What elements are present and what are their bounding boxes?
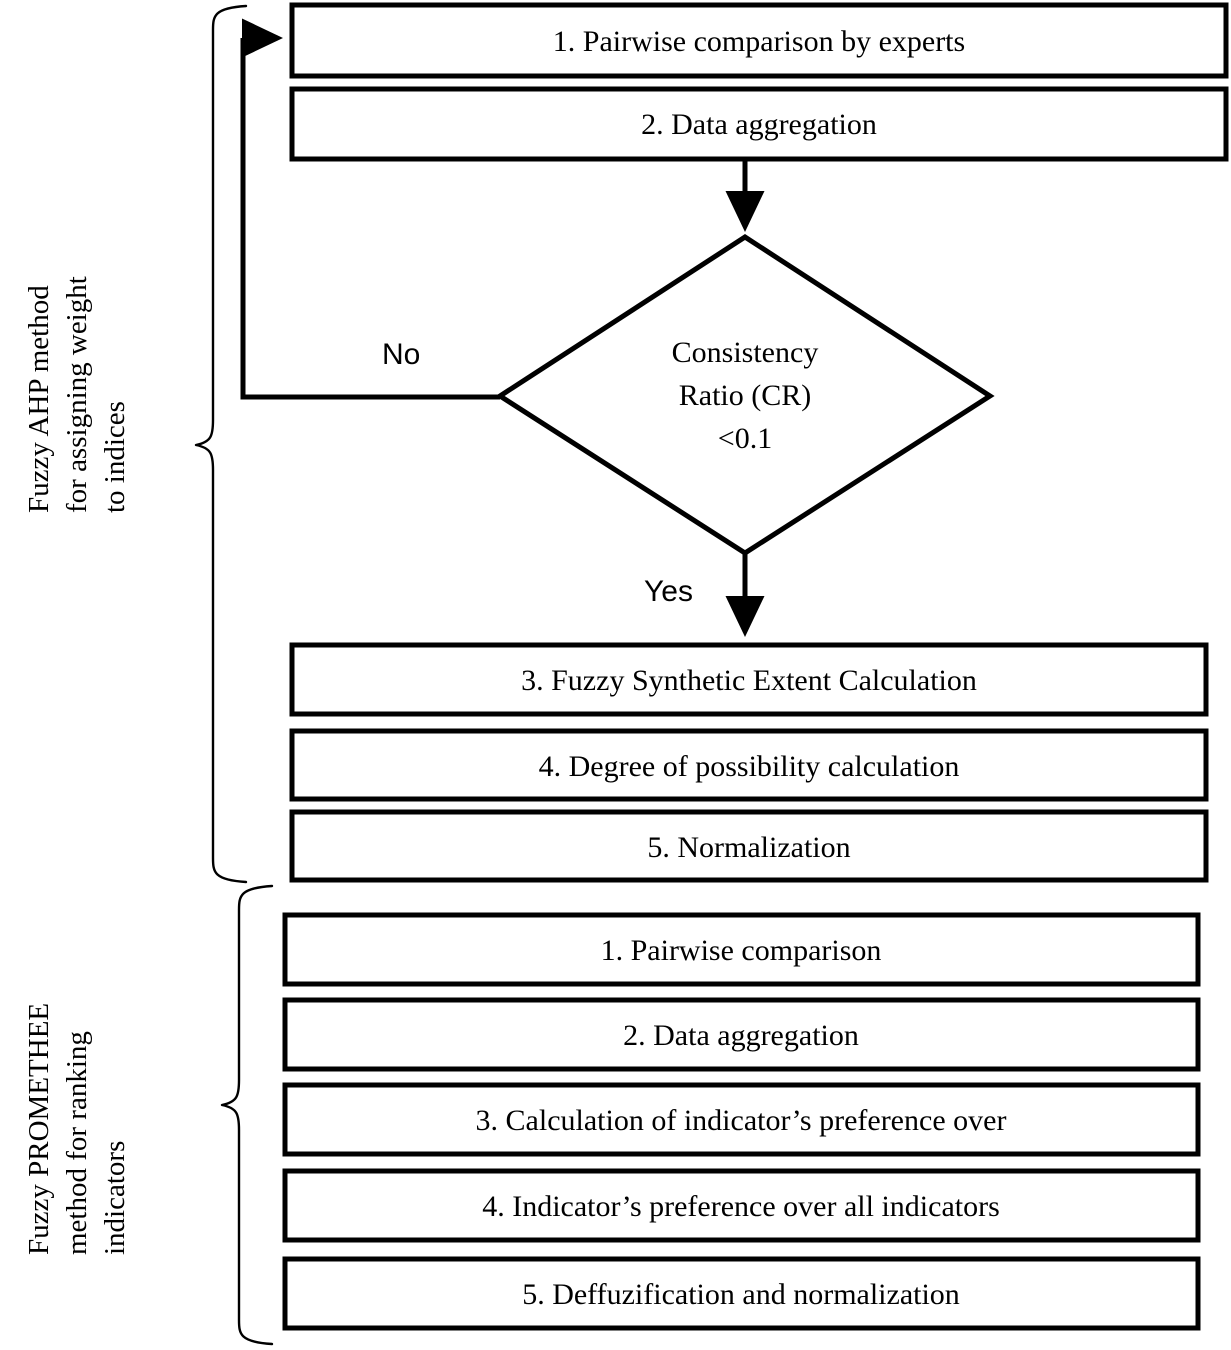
promethee-step-1-box[interactable]: [282, 912, 1201, 987]
ahp-step-5-label: 5. Normalization: [647, 831, 850, 864]
feedback-no-path: [240, 18, 500, 400]
promethee-step-5-node[interactable]: 5. Deffuzification and normalization: [282, 1256, 1201, 1331]
promethee-step-4-label: 4. Indicator’s preference over all indic…: [482, 1190, 1000, 1223]
brace-promethee: [220, 884, 274, 1346]
promethee-step-2-node[interactable]: 2. Data aggregation: [282, 997, 1201, 1072]
edge-label-yes: Yes: [644, 575, 693, 608]
promethee-step-3-node[interactable]: 3. Calculation of indicator’s preference…: [282, 1082, 1201, 1157]
ahp-step-2-node[interactable]: 2. Data aggregation: [289, 86, 1229, 162]
ahp-step-4-box[interactable]: [289, 728, 1209, 802]
ahp-step-3-label: 3. Fuzzy Synthetic Extent Calculation: [521, 664, 977, 697]
group-label-ahp-line-1: Fuzzy AHP method: [23, 285, 55, 513]
decision-label-line-2: Ratio (CR): [679, 379, 812, 412]
group-label-ahp-line-3: to indices: [99, 401, 131, 513]
promethee-step-3-label: 3. Calculation of indicator’s preference…: [476, 1104, 1007, 1137]
ahp-step-5-box[interactable]: [289, 809, 1209, 883]
group-label-ahp: Fuzzy AHP method for assigning weight to…: [23, 276, 131, 513]
brace-ahp: [194, 4, 248, 884]
ahp-step-4-label: 4. Degree of possibility calculation: [539, 750, 960, 783]
promethee-step-4-box[interactable]: [282, 1168, 1201, 1243]
ahp-step-1-box[interactable]: [289, 2, 1229, 79]
ahp-step-4-node[interactable]: 4. Degree of possibility calculation: [289, 728, 1209, 802]
promethee-step-5-box[interactable]: [282, 1256, 1201, 1331]
promethee-step-4-node[interactable]: 4. Indicator’s preference over all indic…: [282, 1168, 1201, 1243]
ahp-step-3-node[interactable]: 3. Fuzzy Synthetic Extent Calculation: [289, 642, 1209, 717]
consistency-ratio-decision-node[interactable]: Consistency Ratio (CR) <0.1: [495, 234, 995, 556]
group-label-promethee-line-3: indicators: [99, 1141, 131, 1255]
edge-label-no: No: [382, 338, 420, 371]
ahp-step-2-box[interactable]: [289, 86, 1229, 162]
group-label-promethee: Fuzzy PROMETHEE method for ranking indic…: [23, 1003, 131, 1255]
promethee-step-1-node[interactable]: 1. Pairwise comparison: [282, 912, 1201, 987]
decision-label-line-3: <0.1: [718, 422, 772, 455]
promethee-step-1-label: 1. Pairwise comparison: [601, 934, 882, 967]
group-label-promethee-line-2: method for ranking: [61, 1031, 93, 1255]
group-label-ahp-line-2: for assigning weight: [61, 276, 93, 513]
promethee-step-2-box[interactable]: [282, 997, 1201, 1072]
group-label-promethee-line-1: Fuzzy PROMETHEE: [23, 1003, 55, 1255]
ahp-step-1-label: 1. Pairwise comparison by experts: [553, 25, 965, 58]
ahp-step-5-node[interactable]: 5. Normalization: [289, 809, 1209, 883]
ahp-step-3-box[interactable]: [289, 642, 1209, 717]
ahp-step-1-node[interactable]: 1. Pairwise comparison by experts: [289, 2, 1229, 79]
promethee-step-2-label: 2. Data aggregation: [623, 1019, 859, 1052]
promethee-step-5-label: 5. Deffuzification and normalization: [522, 1278, 960, 1311]
promethee-step-3-box[interactable]: [282, 1082, 1201, 1157]
ahp-step-2-label: 2. Data aggregation: [641, 108, 877, 141]
decision-label-line-1: Consistency: [672, 336, 819, 369]
